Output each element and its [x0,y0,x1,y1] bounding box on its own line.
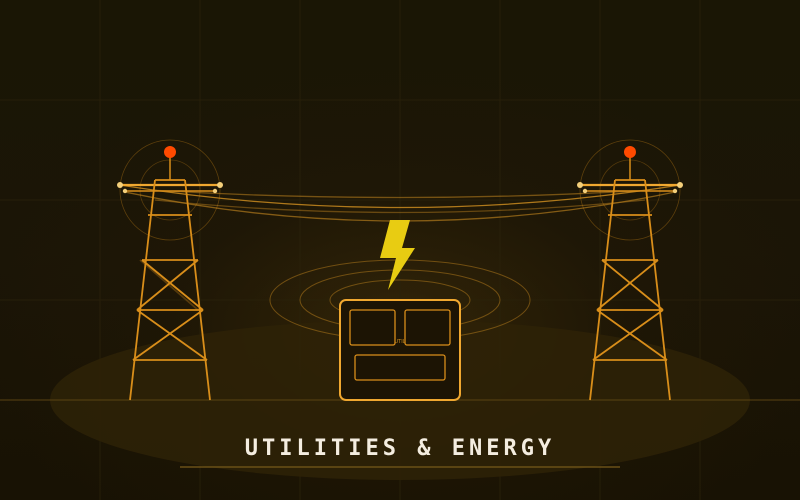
meter-label: UTIL [395,339,406,345]
left-beacon-icon [164,146,176,158]
utility-meter-icon: UTIL [339,299,461,401]
right-beacon-icon [624,146,636,158]
page-title: UTILITIES & ENERGY [244,436,556,461]
lightning-bolt-icon [380,220,415,290]
left-tower-icon [117,139,223,401]
right-tower-icon [577,139,683,401]
power-lines [119,184,681,222]
